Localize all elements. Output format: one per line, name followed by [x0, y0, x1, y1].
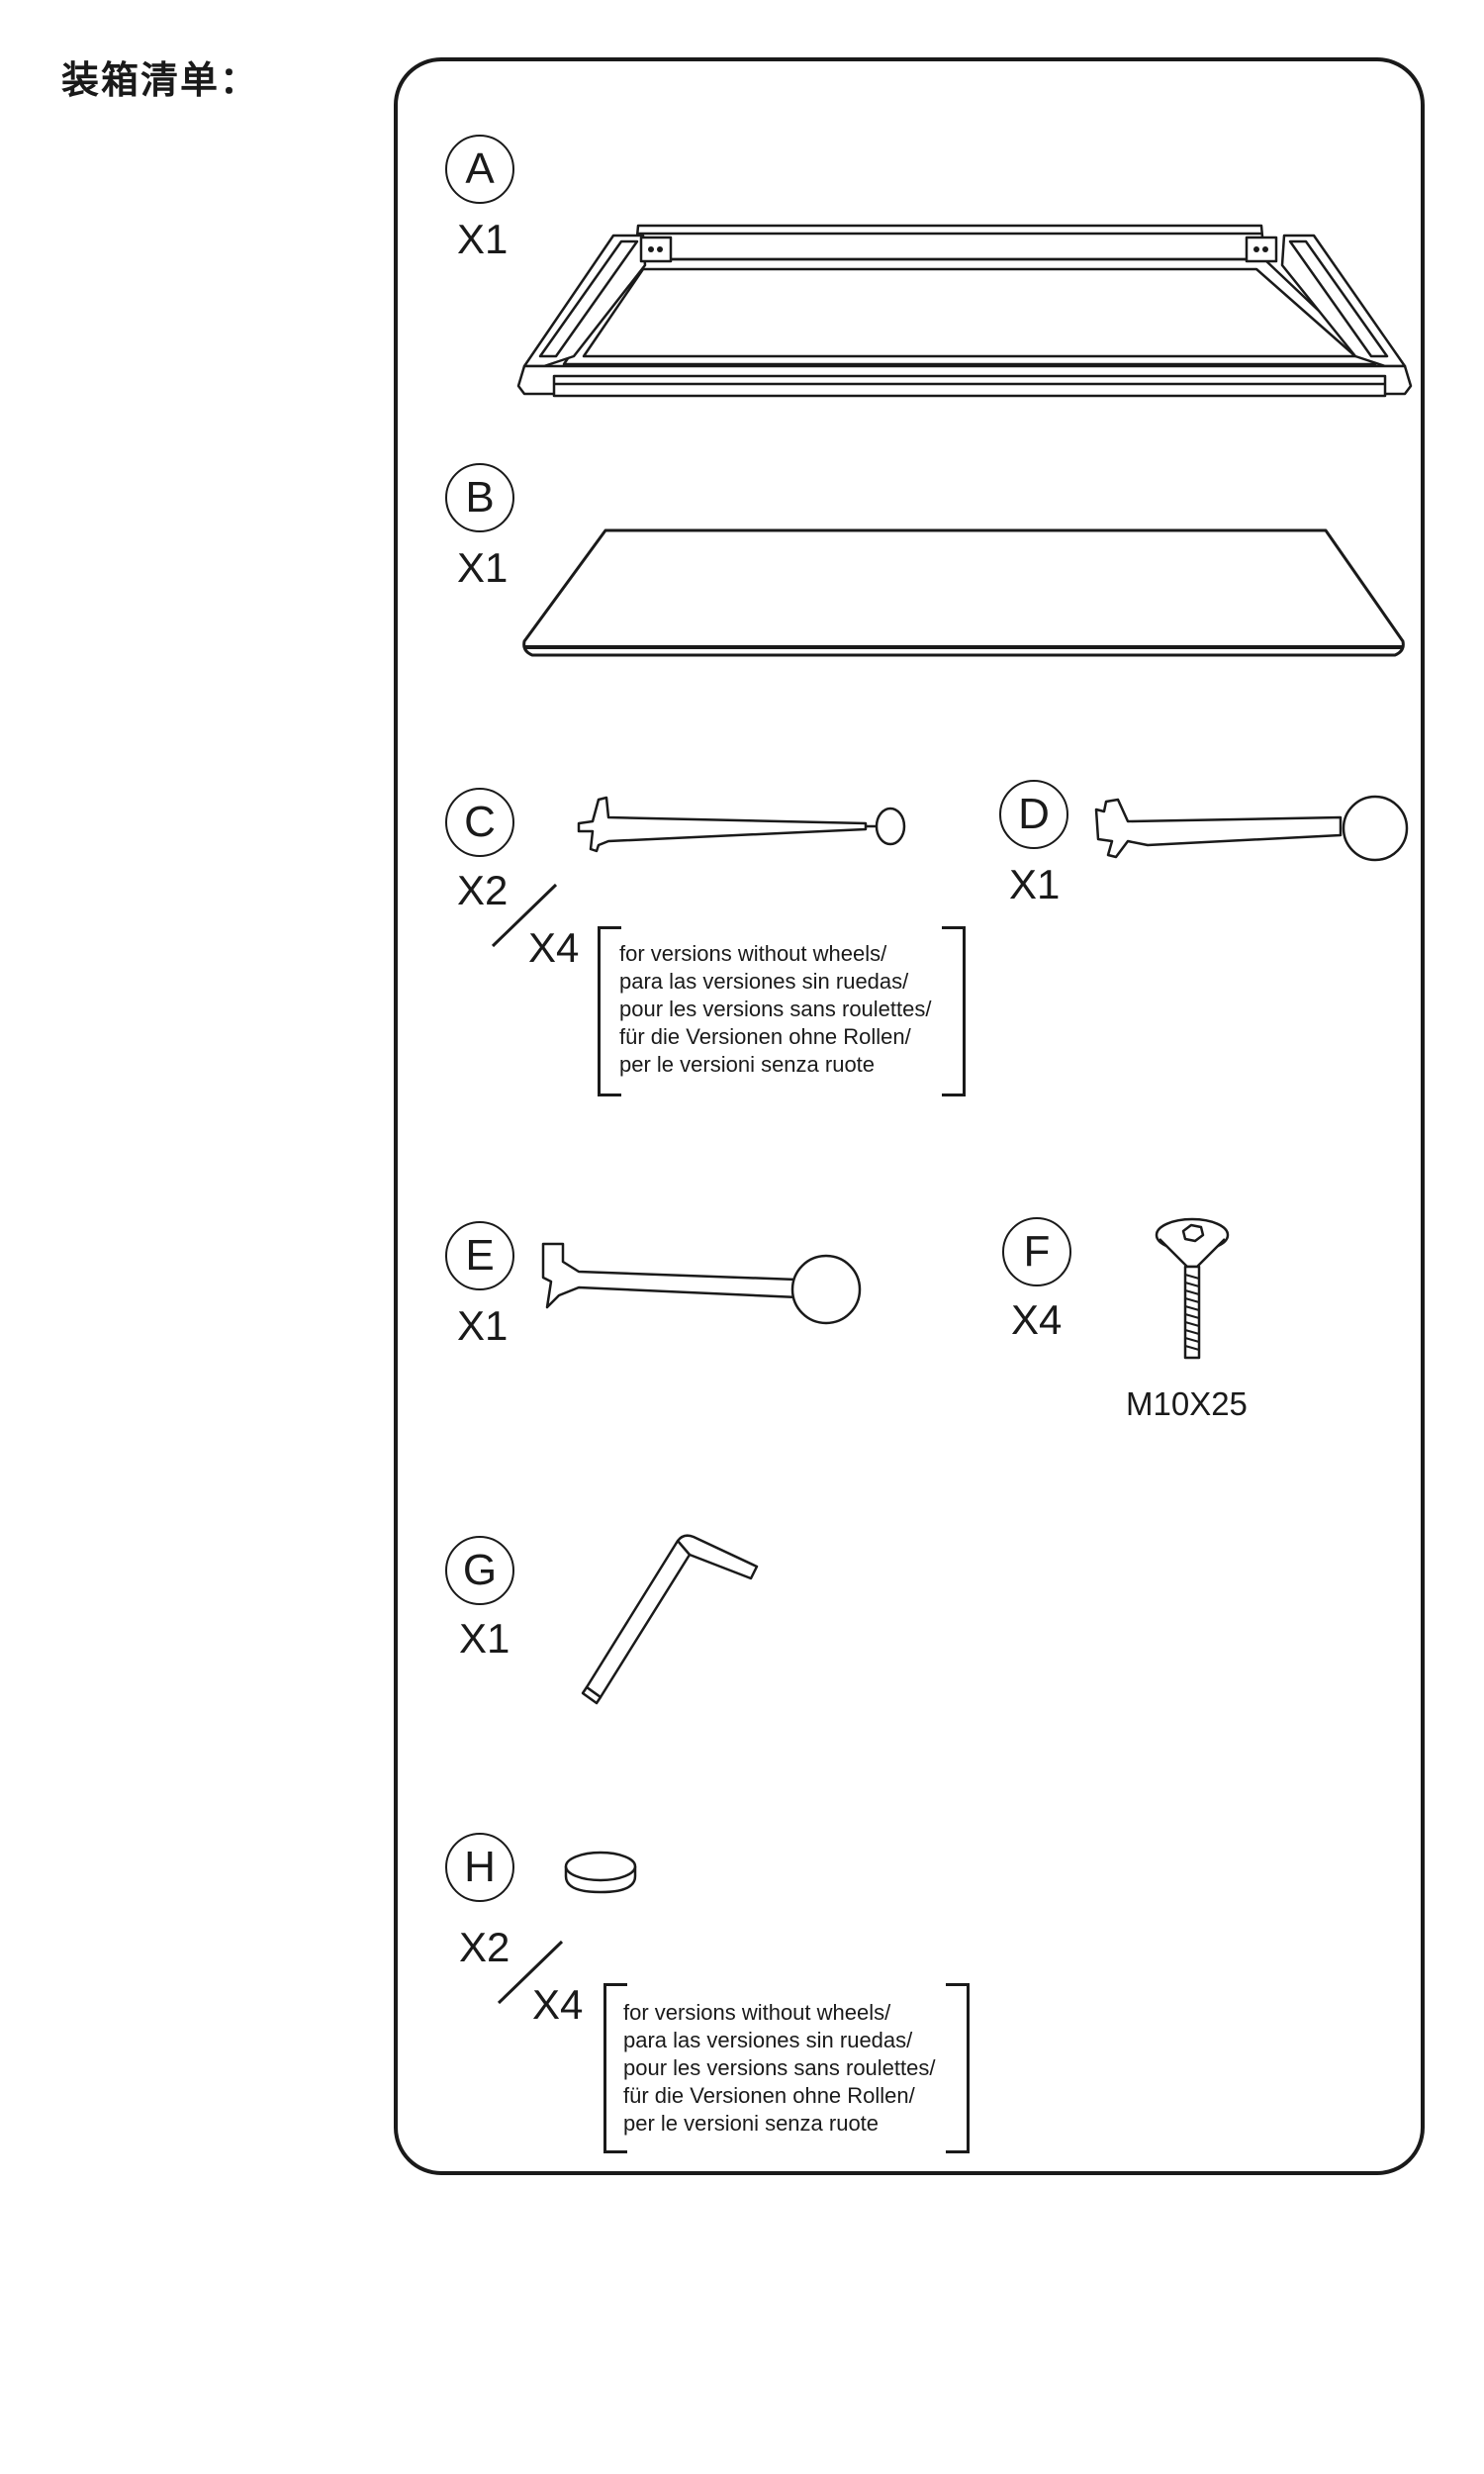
part-h-note: for versions without wheels/ para las ve… [623, 1999, 950, 2138]
part-h-quantity-alt: X4 [532, 1981, 584, 2028]
short-leg-icon [577, 796, 906, 853]
part-c-label: C [445, 788, 514, 857]
note-line: for versions without wheels/ [623, 2000, 891, 2025]
part-b-quantity: X1 [457, 544, 509, 591]
part-a-label: A [445, 135, 514, 204]
part-e-quantity: X1 [457, 1302, 509, 1349]
part-f-label: F [1002, 1217, 1071, 1286]
note-line: pour les versions sans roulettes/ [619, 997, 932, 1021]
leg-with-round-end-icon [541, 1242, 862, 1325]
parts-list-panel [394, 57, 1425, 2175]
screw-icon [1155, 1217, 1230, 1360]
part-g-label: G [445, 1536, 514, 1605]
part-d-quantity: X1 [1009, 861, 1061, 907]
part-a-quantity: X1 [457, 216, 509, 262]
foot-pad-icon [564, 1851, 637, 1894]
part-h-quantity: X2 [459, 1924, 510, 1970]
note-bracket-right [942, 926, 966, 1096]
part-f-quantity: X4 [1011, 1296, 1063, 1343]
part-c-quantity-alt: X4 [528, 924, 580, 971]
part-e-label: E [445, 1221, 514, 1290]
note-bracket-right [946, 1983, 970, 2153]
quantity-divider-slash [497, 1940, 564, 2005]
note-bracket-left [603, 1983, 627, 2153]
quantity-divider-slash [491, 883, 558, 948]
desktop-panel-icon [522, 528, 1405, 657]
page-title: 装箱清单： [61, 58, 260, 102]
note-bracket-left [598, 926, 621, 1096]
part-g-quantity: X1 [459, 1615, 510, 1662]
part-b-label: B [445, 463, 514, 532]
note-line: per le versioni senza ruote [623, 2111, 880, 2136]
screw-size-label: M10X25 [1126, 1385, 1248, 1422]
note-line: para las versiones sin ruedas/ [619, 969, 909, 994]
note-line: para las versiones sin ruedas/ [623, 2028, 913, 2052]
note-line: per le versioni senza ruote [619, 1052, 876, 1077]
part-c-note: for versions without wheels/ para las ve… [619, 940, 946, 1079]
part-h-label: H [445, 1833, 514, 1902]
note-line: for versions without wheels/ [619, 941, 887, 966]
note-line: für die Versionen ohne Rollen/ [619, 1024, 911, 1049]
note-line: für die Versionen ohne Rollen/ [623, 2083, 915, 2108]
part-d-label: D [999, 780, 1068, 849]
hex-key-icon [581, 1534, 759, 1705]
long-leg-icon [1094, 795, 1409, 862]
frame-icon [516, 224, 1413, 398]
note-line: pour les versions sans roulettes/ [623, 2055, 936, 2080]
part-c-quantity: X2 [457, 867, 509, 913]
